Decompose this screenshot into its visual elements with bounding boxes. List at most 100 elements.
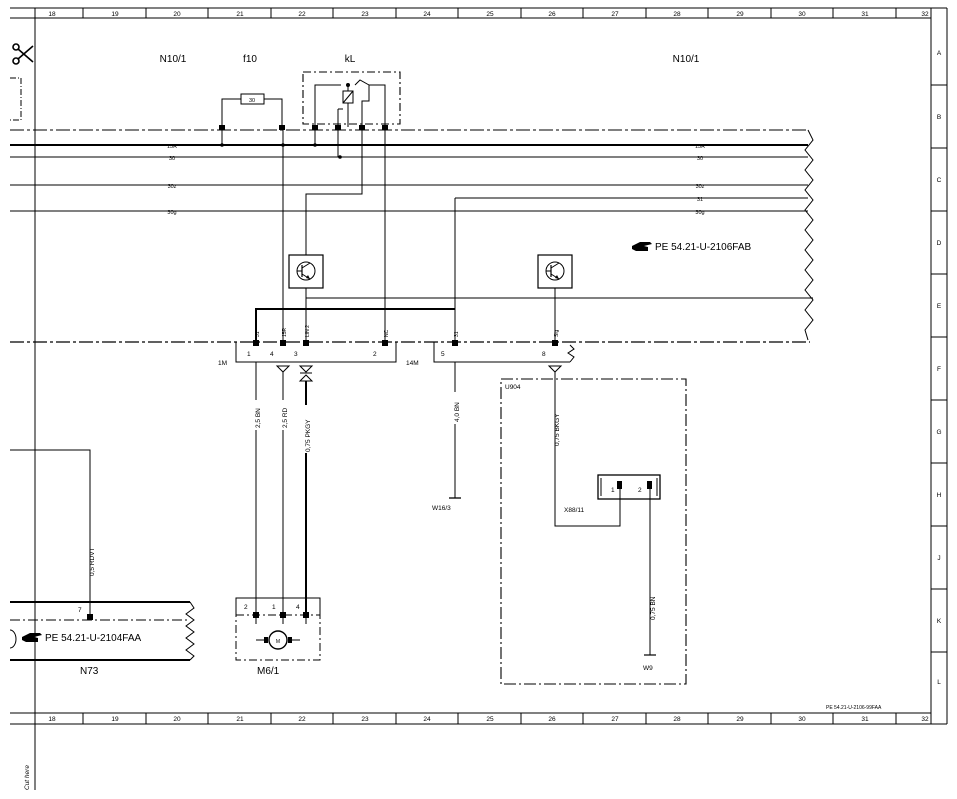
signal-label: 15R: [282, 327, 288, 337]
col-label: 29: [736, 11, 744, 18]
signal-label: Sig: [554, 330, 560, 337]
col-label: 32: [921, 11, 929, 18]
col-label: 26: [548, 716, 556, 723]
row-label: L: [937, 679, 941, 686]
reference-label: PE 54.21-U-2104FAA: [45, 633, 141, 644]
col-label: 25: [486, 716, 494, 723]
col-label: 23: [361, 11, 369, 18]
svg-text:M: M: [276, 639, 280, 645]
bus-label-15r: 15R: [167, 144, 177, 150]
ground-symbol: [547, 365, 563, 373]
col-label: 29: [736, 716, 744, 723]
col-label: 28: [673, 11, 681, 18]
connector-x88-11: 1 2: [597, 474, 661, 500]
col-label: 19: [111, 11, 119, 18]
col-label: 20: [173, 716, 181, 723]
bus-label-30g-right: 30g: [695, 210, 704, 216]
scissors-icon: [12, 43, 34, 65]
bus-label-30z: 30z: [168, 184, 177, 190]
signal-label: NC: [384, 329, 390, 337]
row-label: B: [937, 114, 941, 121]
wire-label: 2,5 RD: [282, 407, 289, 428]
label-n10-1-right: N10/1: [673, 54, 700, 65]
svg-text:4: 4: [296, 604, 300, 611]
row-label: D: [937, 240, 942, 247]
signal-label: 31: [454, 331, 460, 337]
module-u904: [500, 378, 687, 685]
connector-1m: 1M 1 4 3 2: [218, 340, 397, 367]
hand-pointer-icon: [22, 633, 42, 642]
label-kl: kL: [345, 54, 356, 65]
label-w9: W9: [643, 665, 653, 672]
bus-label-30-right: 30: [697, 156, 703, 162]
col-label: 18: [48, 716, 56, 723]
svg-text:1: 1: [272, 604, 276, 611]
row-label: J: [937, 555, 940, 562]
bus-label-30g: 30g: [167, 210, 176, 216]
page-reference: PE 54.21-U-2106-99FAA: [826, 705, 882, 711]
connector-14m: 14M 5 8: [406, 340, 575, 367]
ground-symbol: [298, 374, 314, 382]
bus-label-30z-right: 30z: [696, 184, 705, 190]
connector-label: 14M: [406, 360, 419, 367]
wire-label: 0,5 RDVT: [89, 547, 96, 576]
col-label: 18: [48, 11, 56, 18]
svg-text:2: 2: [638, 487, 642, 494]
col-label: 31: [861, 716, 869, 723]
relay-kl: [314, 79, 386, 127]
col-label: 30: [798, 11, 806, 18]
bus-label-31-right: 31: [697, 197, 703, 203]
col-label: 23: [361, 716, 369, 723]
svg-text:4: 4: [270, 351, 274, 358]
col-label: 31: [861, 11, 869, 18]
svg-text:5: 5: [441, 351, 445, 358]
svg-text:2: 2: [373, 351, 377, 358]
ground-symbol: [275, 365, 291, 373]
label-x88-11: X88/11: [564, 507, 585, 514]
label-n10-1: N10/1: [160, 54, 187, 65]
col-label: 32: [921, 716, 929, 723]
motor-m6-1: 2 1 4 M: [235, 597, 321, 661]
signal-label: LIN 2: [305, 325, 311, 337]
svg-text:1: 1: [247, 351, 251, 358]
col-label: 26: [548, 11, 556, 18]
connector-pins-top: [219, 125, 388, 130]
wire-label: 2,5 BN: [255, 408, 262, 428]
label-u904: U904: [505, 384, 521, 391]
row-label: G: [936, 429, 941, 436]
label-f10: f10: [243, 54, 257, 65]
bus-label-15r-right: 15R: [695, 144, 705, 150]
hand-pointer-icon: [632, 242, 652, 251]
motor-icon: [268, 630, 288, 650]
row-label: H: [937, 492, 942, 499]
col-label: 19: [111, 716, 119, 723]
col-label: 28: [673, 716, 681, 723]
row-label: A: [937, 50, 942, 57]
label-m6-1: M6/1: [257, 666, 280, 677]
transistor-icon: [288, 254, 324, 289]
col-label: 22: [298, 716, 306, 723]
label-n73: N73: [80, 666, 99, 677]
col-label: 20: [173, 11, 181, 18]
col-label: 27: [611, 716, 619, 723]
svg-text:2: 2: [244, 604, 248, 611]
col-label: 25: [486, 11, 494, 18]
transistor-icon: [537, 254, 573, 289]
wire-label: 0,75 BN: [650, 596, 657, 620]
wire-label: 0,75 PKGY: [305, 419, 312, 452]
label-w16-3: W16/3: [432, 505, 451, 512]
col-label: 22: [298, 11, 306, 18]
reference-label: PE 54.21-U-2106FAB: [655, 242, 751, 253]
row-label: F: [937, 366, 941, 373]
row-label: K: [937, 618, 942, 625]
col-label: 21: [236, 716, 244, 723]
col-label: 24: [423, 11, 431, 18]
svg-text:7: 7: [78, 607, 82, 614]
wire-label: 0,75 BKGY: [554, 413, 561, 446]
col-label: 21: [236, 11, 244, 18]
svg-text:8: 8: [542, 351, 546, 358]
svg-text:3: 3: [294, 351, 298, 358]
col-label: 24: [423, 716, 431, 723]
row-label: C: [937, 177, 942, 184]
